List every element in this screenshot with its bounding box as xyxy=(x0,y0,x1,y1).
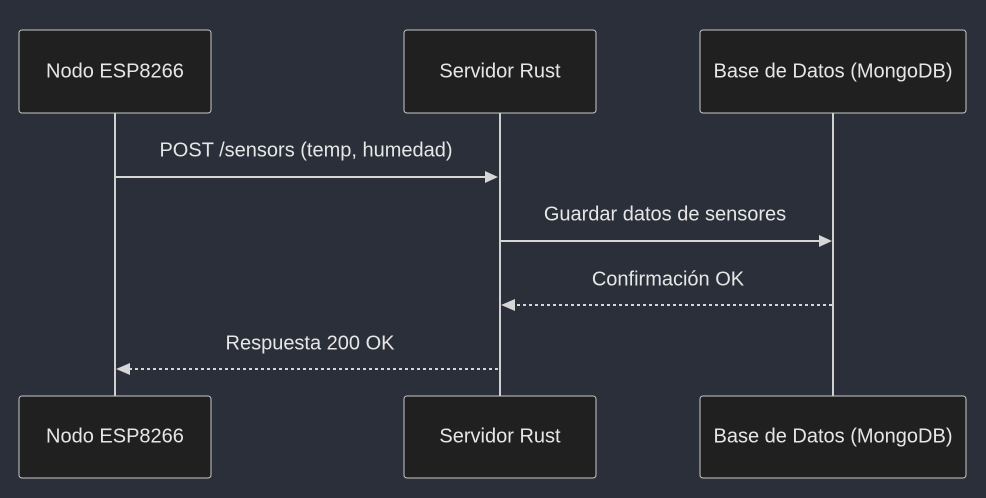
message-response-200: Respuesta 200 OK xyxy=(116,332,498,375)
actor-top-db: Base de Datos (MongoDB) xyxy=(699,29,967,114)
message-post-sensors: POST /sensors (temp, humedad) xyxy=(116,139,498,183)
arrowhead-right xyxy=(819,235,832,247)
actor-bottom-esp: Nodo ESP8266 xyxy=(18,395,212,479)
message-label: POST /sensors (temp, humedad) xyxy=(159,139,452,161)
actor-label: Servidor Rust xyxy=(439,425,561,447)
arrowhead-left xyxy=(116,363,130,375)
message-label: Confirmación OK xyxy=(592,268,745,290)
actor-bottom-rust: Servidor Rust xyxy=(403,395,597,479)
actor-bottom-db: Base de Datos (MongoDB) xyxy=(699,395,967,479)
actor-label: Nodo ESP8266 xyxy=(46,425,184,447)
actor-label: Base de Datos (MongoDB) xyxy=(713,425,952,447)
actor-label: Nodo ESP8266 xyxy=(46,60,184,82)
actor-label: Base de Datos (MongoDB) xyxy=(713,60,952,82)
arrowhead-right xyxy=(485,171,498,183)
actor-label: Servidor Rust xyxy=(439,60,561,82)
actor-top-esp: Nodo ESP8266 xyxy=(18,29,212,114)
message-label: Guardar datos de sensores xyxy=(544,203,786,225)
arrowhead-left xyxy=(501,299,515,311)
message-save-sensor-data: Guardar datos de sensores xyxy=(501,203,832,247)
actor-top-rust: Servidor Rust xyxy=(403,29,597,114)
message-confirmation: Confirmación OK xyxy=(501,268,832,311)
message-label: Respuesta 200 OK xyxy=(226,332,396,354)
